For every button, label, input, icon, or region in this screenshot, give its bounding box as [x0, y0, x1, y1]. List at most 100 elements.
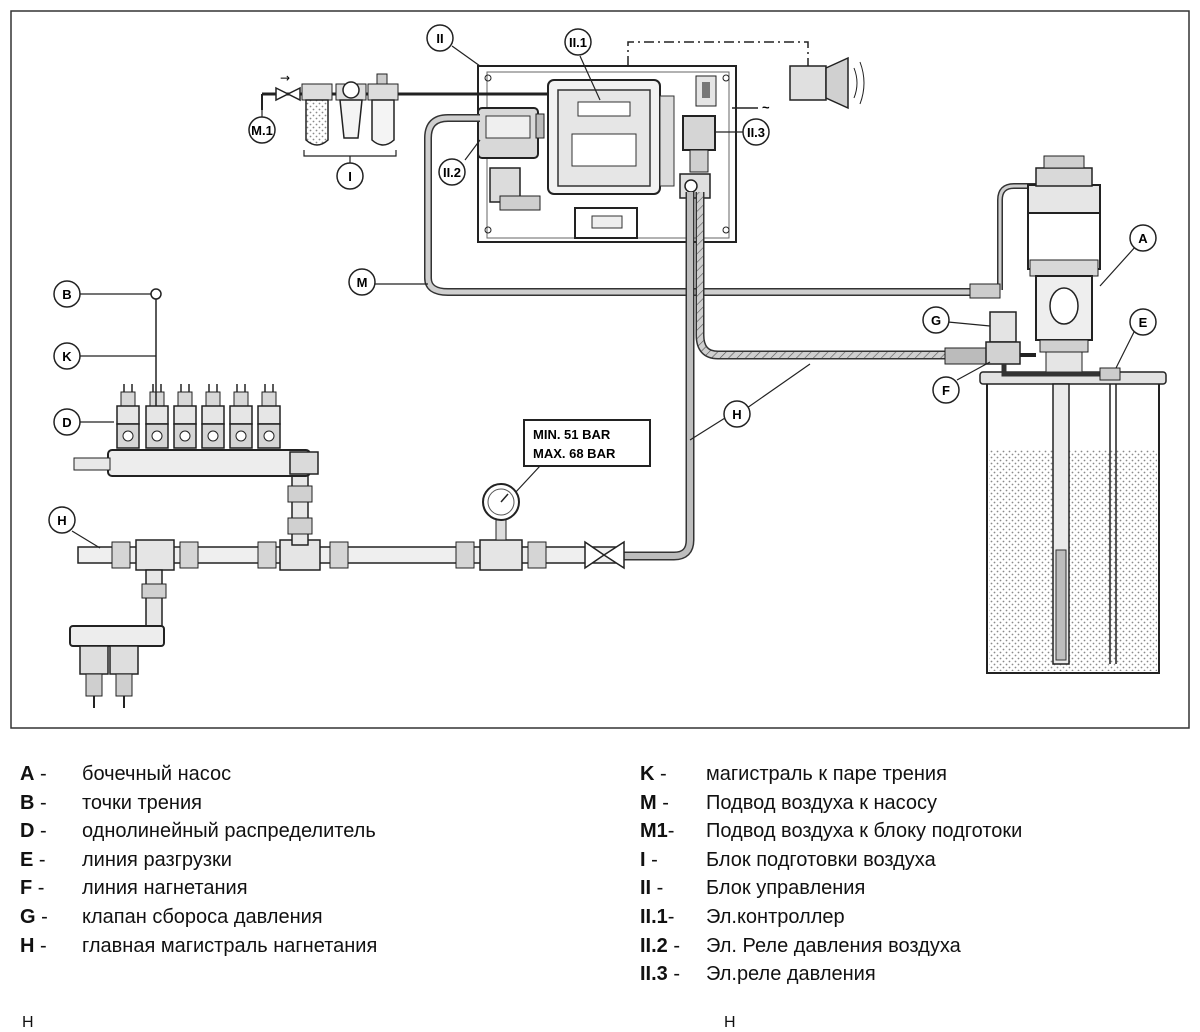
main-pressure-line — [77, 483, 625, 571]
callout-F — [932, 376, 960, 404]
barrel-pump — [979, 155, 1167, 674]
legend-dash: - — [34, 934, 47, 957]
injector — [145, 384, 169, 449]
legend-dash: - — [667, 905, 675, 928]
legend-row: II -Блок управления — [640, 874, 1200, 903]
legend-code: K — [640, 763, 655, 785]
injector — [173, 384, 197, 449]
main-line-hose — [622, 192, 695, 561]
legend-row: B - точки трения — [20, 789, 600, 818]
air-pressure-relay — [477, 107, 545, 211]
pressure-line-hose — [695, 192, 990, 360]
legend-row: H - главная магистраль нагнетания — [20, 932, 600, 961]
injector — [201, 384, 225, 449]
secondary-distributor — [69, 625, 165, 708]
callout-F-label: F — [942, 383, 950, 398]
injector-group — [116, 384, 281, 449]
callout-I-label: I — [348, 169, 352, 184]
lubrication-system-diagram: II II.1 II.2 II.3 ~ → — [10, 10, 1190, 729]
legend-row: G -клапан сбороса давления — [20, 903, 600, 932]
air-preparation-unit: → — [261, 71, 548, 164]
callout-H-left-label: H — [57, 513, 66, 528]
legend-description: главная магистраль нагнетания — [82, 934, 378, 957]
signal-line — [627, 41, 809, 66]
ac-symbol: ~ — [762, 100, 770, 115]
shutoff-valve — [584, 540, 606, 570]
relief-line — [1001, 364, 1118, 377]
legend-code: F — [20, 877, 33, 900]
callout-II3-label: II.3 — [747, 125, 765, 140]
footer-right-mark: Н — [724, 1014, 736, 1031]
callout-II-label: II — [436, 31, 443, 46]
callout-M1 — [248, 116, 276, 144]
legend-dash: - — [33, 848, 46, 871]
legend-dash: - — [32, 877, 45, 900]
legend-row: M1- Подвод воздуха к блоку подготоки — [640, 817, 1200, 846]
callout-II — [426, 24, 454, 52]
legend-code: E — [20, 848, 34, 871]
legend-dash: - — [654, 763, 667, 785]
horn-icon — [789, 56, 865, 110]
pressure-relief-valve — [985, 311, 1036, 365]
legend-description: Блок подготовки воздуха — [706, 848, 936, 871]
legend-description: точки трения — [82, 791, 202, 814]
friction-point-marker — [150, 288, 162, 300]
control-unit — [477, 65, 758, 243]
callout-K — [53, 342, 81, 370]
legend-row: M -Подвод воздуха к насосу — [640, 789, 1200, 818]
legend-dash: - — [645, 848, 658, 871]
callout-H-main-label: H — [732, 407, 741, 422]
legend-dash: - — [667, 820, 675, 843]
legend-dash: - — [34, 791, 47, 814]
legend-code: H — [20, 934, 35, 957]
legend-code: II.2 — [640, 934, 668, 957]
legend-description: бочечный насос — [82, 763, 232, 785]
callout-H-main — [723, 400, 751, 428]
callout-II2-label: II.2 — [443, 165, 461, 180]
callout-G — [922, 306, 950, 334]
callout-M — [348, 268, 376, 296]
legend-dash: - — [667, 934, 681, 957]
legend-dash: - — [34, 763, 47, 785]
legend-description: Подвод воздуха к насосу — [706, 791, 938, 814]
legend-code: M — [640, 791, 657, 814]
legend-row: K - магистраль к паре трения — [640, 760, 1200, 789]
callout-G-label: G — [931, 313, 941, 328]
legend-row: I -Блок подготовки воздуха — [640, 846, 1200, 875]
callout-II1-label: II.1 — [569, 35, 587, 50]
legend-description: Подвод воздуха к блоку подготоки — [706, 820, 1023, 843]
electric-controller — [547, 79, 675, 195]
legend-description: линия нагнетания — [82, 877, 248, 900]
legend-code: II.3 — [640, 963, 668, 986]
callout-D — [53, 408, 81, 436]
legend-description: Эл.контроллер — [706, 905, 845, 928]
legend-row: II.2 - Эл. Реле давления воздуха — [640, 932, 1200, 961]
legend-code: A — [20, 763, 35, 785]
pressure-max: MAX. 68 BAR — [533, 446, 616, 461]
legend-row: F - линия нагнетания — [20, 874, 600, 903]
legend-description: Эл.реле давления — [706, 963, 876, 986]
legend-description: клапан сбороса давления — [82, 905, 323, 928]
legend-code: II — [640, 877, 652, 900]
svg-text:→: → — [280, 71, 290, 85]
injector — [116, 384, 140, 449]
callout-II2 — [438, 158, 466, 186]
footer-left-mark: Н — [22, 1014, 34, 1031]
legend-row: E -линия разгрузки — [20, 846, 600, 875]
legend-description: однолинейный распределитель — [82, 820, 376, 843]
legend-dash: - — [35, 905, 48, 928]
callout-A-label: A — [1138, 231, 1148, 246]
legend-row: II.3 -Эл.реле давления — [640, 960, 1200, 989]
callout-I — [336, 162, 364, 190]
diagram-frame — [10, 10, 1190, 729]
legend-code: M1 — [640, 820, 668, 843]
callout-B-label: B — [62, 287, 71, 302]
single-line-distributor — [73, 449, 319, 477]
pressure-range-box: MIN. 51 BAR MAX. 68 BAR — [513, 419, 651, 495]
callout-H-left — [48, 506, 76, 534]
legend-description: магистраль к паре трения — [706, 763, 947, 785]
legend-description: Эл. Реле давления воздуха — [706, 934, 961, 957]
legend-code: B — [20, 791, 35, 814]
